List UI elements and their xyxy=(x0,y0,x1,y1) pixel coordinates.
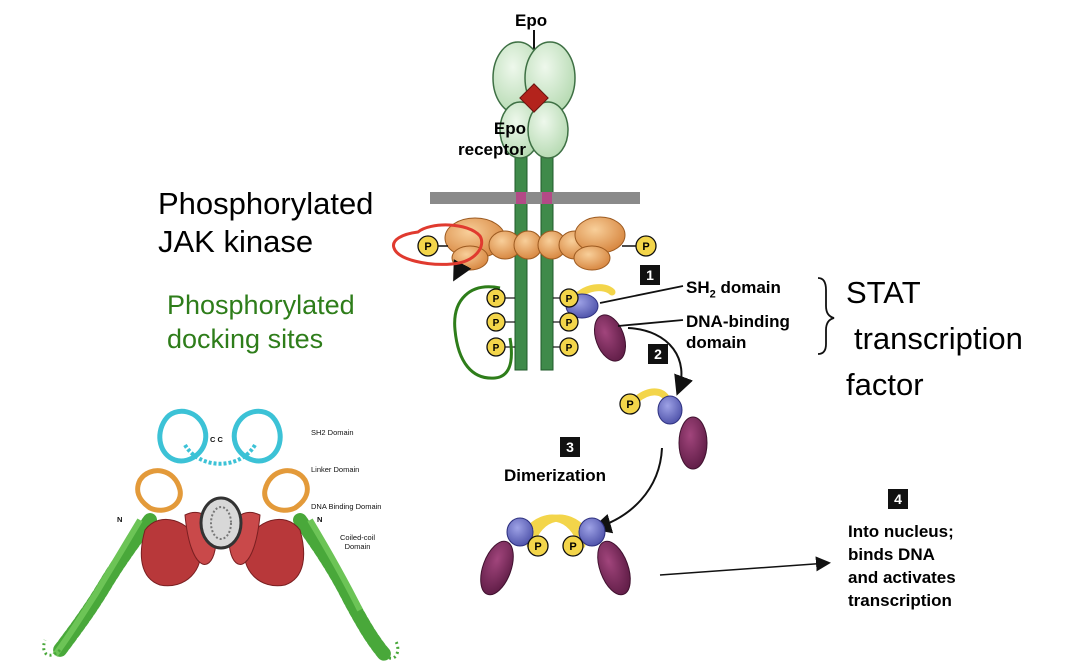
structure-n-left: N xyxy=(117,515,123,524)
structure-coil-label-line2: Domain xyxy=(344,542,371,551)
docking-annotation-line2: docking sites xyxy=(167,324,324,354)
epo-receptor-label-line2: receptor xyxy=(458,140,527,159)
step-2-badge: 2 xyxy=(648,344,668,364)
phospho-symbol: P xyxy=(534,541,541,553)
dna-binding-label-line2: domain xyxy=(686,333,747,352)
phospho-symbol: P xyxy=(424,241,431,253)
structure-dna-label: DNA Binding Domain xyxy=(311,502,382,511)
sh2-domain-label: SH2 domain xyxy=(686,278,781,301)
stat-brace xyxy=(817,277,835,355)
phospho-symbol: P xyxy=(566,343,573,354)
stat1-dna-domain xyxy=(593,314,627,362)
stat-crystal-structure xyxy=(42,408,400,662)
stat2-sh2-domain xyxy=(657,395,683,425)
docking-highlight-loop xyxy=(453,285,513,380)
jak-annotation: Phosphorylated JAK kinase xyxy=(158,185,373,261)
epo-receptor-label-line1: Epo xyxy=(493,119,527,138)
step-4-line2: binds DNA xyxy=(848,545,935,564)
phospho-symbol: P xyxy=(493,294,500,305)
step-4-line1: Into nucleus; xyxy=(848,522,954,541)
step4-arrow xyxy=(659,556,831,576)
stat2-dna-domain xyxy=(678,416,708,470)
docking-annotation-line1: Phosphorylated xyxy=(167,290,355,320)
membrane-bar xyxy=(430,192,640,204)
stat-annotation-line3: factor xyxy=(846,367,924,402)
step-4-text: Into nucleus; binds DNA and activates tr… xyxy=(848,520,956,612)
step-4-badge: 4 xyxy=(888,489,908,509)
jak-annotation-line2: JAK kinase xyxy=(158,224,314,259)
dimer-dna-left xyxy=(480,540,514,596)
structure-cc-label: C C xyxy=(210,435,223,444)
phospho-symbol: P xyxy=(569,541,576,553)
step-3-badge: 3 xyxy=(560,437,580,457)
dna-binding-label-line1: DNA-binding xyxy=(686,312,790,331)
structure-linker-label: Linker Domain xyxy=(311,465,360,474)
phospho-symbol: P xyxy=(626,399,633,411)
dna-binding-label: DNA-binding domain xyxy=(686,311,790,353)
phospho-markers: P P P P P P P P P P P xyxy=(417,235,657,557)
transmembrane-left xyxy=(516,192,526,204)
docking-annotation: Phosphorylated docking sites xyxy=(167,288,355,356)
dimer-dna-right xyxy=(597,540,631,596)
jak-kinase-right xyxy=(537,216,626,271)
step-4-line4: transcription xyxy=(848,591,952,610)
receptor-ecd-bottom-right xyxy=(527,101,569,159)
phospho-symbol: P xyxy=(642,241,649,253)
step-1-badge: 1 xyxy=(640,265,660,285)
epo-ligand-diamond xyxy=(519,83,549,113)
phospho-symbol: P xyxy=(566,318,573,329)
structure-coil-label-line1: Coiled-coil xyxy=(340,533,376,542)
structure-n-right: N xyxy=(317,515,323,524)
transmembrane-right xyxy=(542,192,552,204)
step-4-line3: and activates xyxy=(848,568,956,587)
phospho-symbol: P xyxy=(493,318,500,329)
structure-sh2-label: SH2 Domain xyxy=(311,428,354,437)
dimer-sh2-left xyxy=(506,517,534,547)
phospho-symbol: P xyxy=(493,343,500,354)
stat-annotation-line2: transcription xyxy=(854,321,1023,356)
phospho-symbol: P xyxy=(566,294,573,305)
dimerization-label: Dimerization xyxy=(504,466,607,485)
epo-ligand-label: Epo xyxy=(515,11,548,30)
jak-annotation-line1: Phosphorylated xyxy=(158,186,374,221)
stat-annotation-line1: STAT xyxy=(846,275,921,310)
epo-receptor-label: Epo receptor xyxy=(458,118,526,160)
jak-highlight-circle xyxy=(392,223,484,266)
dimer-sh2-right xyxy=(578,517,606,547)
stat-annotation: STAT transcription factor xyxy=(846,270,1023,408)
structure-coil-label: Coiled-coil Domain xyxy=(340,533,375,551)
